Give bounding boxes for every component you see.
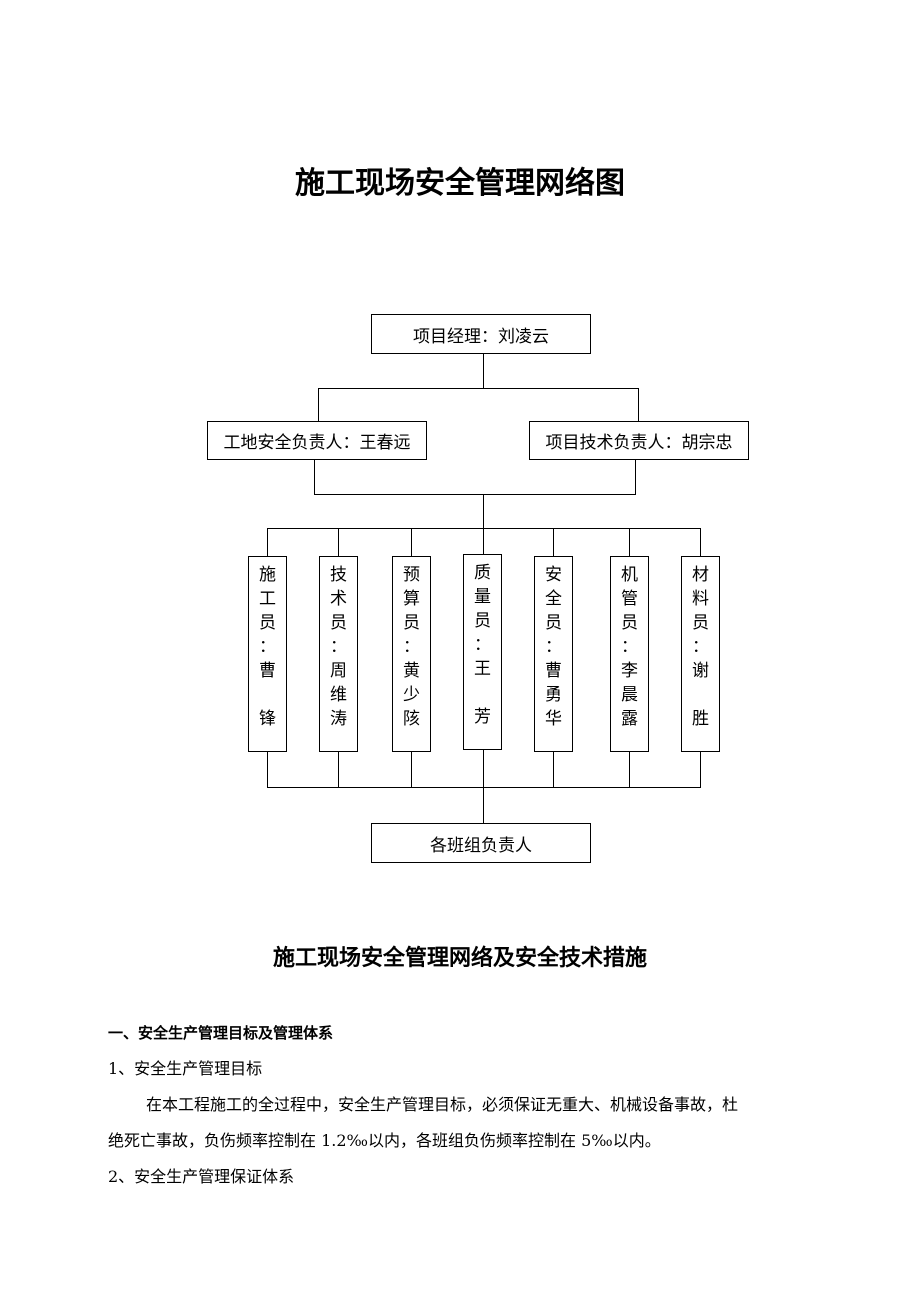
connector-line: [338, 528, 339, 556]
connector-line: [483, 787, 484, 823]
paragraph-line: 绝死亡事故，负伤频率控制在 1.2‰以内，各班组负伤频率控制在 5‰以内。: [108, 1131, 661, 1150]
staff-char: ：: [259, 637, 276, 657]
staff-char: 芳: [474, 707, 491, 727]
item-heading-2: 2、安全生产管理保证体系: [108, 1167, 295, 1186]
staff-char: 预: [403, 565, 420, 585]
staff-box-materials: 材 料 员 ： 谢 胜: [681, 556, 720, 752]
staff-char: ：: [621, 637, 638, 657]
staff-char: 王: [474, 659, 491, 679]
connector-line: [638, 388, 639, 421]
staff-char: 员: [545, 613, 562, 633]
staff-char: ：: [474, 635, 491, 655]
staff-box-construction: 施 工 员 ： 曹 锋: [248, 556, 287, 752]
staff-char: ：: [403, 637, 420, 657]
staff-char: 员: [403, 613, 420, 633]
connector-line: [267, 787, 701, 788]
item-heading-1: 1、安全生产管理目标: [108, 1059, 263, 1078]
teams-box: 各班组负责人: [371, 823, 591, 863]
staff-char: 曹: [259, 661, 276, 681]
connector-line: [553, 752, 554, 788]
connector-line: [483, 354, 484, 388]
staff-char: 材: [692, 565, 709, 585]
staff-char: 黄: [403, 661, 420, 681]
staff-char: 李: [621, 661, 638, 681]
connector-line: [700, 752, 701, 788]
staff-char: 涛: [330, 709, 347, 729]
staff-char: 员: [474, 611, 491, 631]
connector-line: [629, 528, 630, 556]
staff-char: 技: [330, 565, 347, 585]
connector-line: [267, 528, 268, 556]
staff-char: ：: [692, 637, 709, 657]
connector-line: [483, 528, 484, 554]
staff-char: 晨: [621, 685, 638, 705]
connector-line: [553, 528, 554, 556]
connector-line: [483, 494, 484, 528]
staff-char: 胜: [692, 709, 709, 729]
staff-char: 陔: [403, 709, 420, 729]
staff-box-safety: 安 全 员 ： 曹 勇 华: [534, 556, 573, 752]
staff-char: [249, 683, 286, 707]
staff-char: 算: [403, 589, 420, 609]
connector-line: [338, 752, 339, 788]
staff-char: 员: [692, 613, 709, 633]
site-safety-label: 工地安全负责人：王春远: [223, 433, 411, 453]
staff-char: 量: [474, 587, 491, 607]
connector-line: [411, 528, 412, 556]
staff-box-technician: 技 术 员 ： 周 维 涛: [319, 556, 358, 752]
staff-char: 曹: [545, 661, 562, 681]
connector-line: [635, 460, 636, 494]
staff-char: 机: [621, 565, 638, 585]
connector-line: [267, 528, 701, 529]
staff-char: 勇: [545, 685, 562, 705]
connector-line: [629, 752, 630, 788]
staff-char: 员: [621, 613, 638, 633]
section-title: 施工现场安全管理网络及安全技术措施: [272, 946, 647, 971]
staff-char: [682, 683, 719, 707]
connector-line: [318, 388, 639, 389]
staff-char: 全: [545, 589, 562, 609]
staff-char: 术: [330, 589, 347, 609]
tech-lead-box: 项目技术负责人：胡宗忠: [529, 421, 749, 460]
staff-char: 员: [330, 613, 347, 633]
staff-char: 露: [621, 709, 638, 729]
staff-box-budget: 预 算 员 ： 黄 少 陔: [392, 556, 431, 752]
staff-char: 少: [403, 685, 420, 705]
connector-line: [314, 494, 636, 495]
staff-char: 工: [259, 589, 276, 609]
staff-char: 维: [330, 685, 347, 705]
staff-char: 员: [259, 613, 276, 633]
staff-char: 周: [330, 661, 347, 681]
staff-char: 谢: [692, 661, 709, 681]
connector-line: [700, 528, 701, 556]
manager-label: 项目经理：刘凌云: [413, 326, 549, 347]
connector-line: [483, 750, 484, 788]
teams-label: 各班组负责人: [430, 835, 532, 856]
connector-line: [318, 388, 319, 421]
manager-box: 项目经理：刘凌云: [371, 314, 591, 354]
staff-char: 安: [545, 565, 562, 585]
tech-lead-label: 项目技术负责人：胡宗忠: [545, 433, 733, 453]
staff-char: 管: [621, 589, 638, 609]
paragraph-line: 在本工程施工的全过程中，安全生产管理目标，必须保证无重大、机械设备事故，杜: [146, 1095, 739, 1114]
staff-box-machinery: 机 管 员 ： 李 晨 露: [610, 556, 649, 752]
site-safety-box: 工地安全负责人：王春远: [207, 421, 427, 460]
connector-line: [314, 460, 315, 494]
staff-char: 质: [474, 563, 491, 583]
connector-line: [267, 752, 268, 788]
staff-char: 施: [259, 565, 276, 585]
section-heading: 一、安全生产管理目标及管理体系: [108, 1024, 334, 1042]
staff-char: ：: [330, 637, 347, 657]
page-title: 施工现场安全管理网络图: [295, 166, 625, 201]
staff-char: 料: [692, 589, 709, 609]
staff-box-quality: 质 量 员 ： 王 芳: [463, 554, 502, 750]
connector-line: [411, 752, 412, 788]
staff-char: ：: [545, 637, 562, 657]
staff-char: 华: [545, 709, 562, 729]
staff-char: [464, 681, 501, 705]
staff-char: 锋: [259, 709, 276, 729]
